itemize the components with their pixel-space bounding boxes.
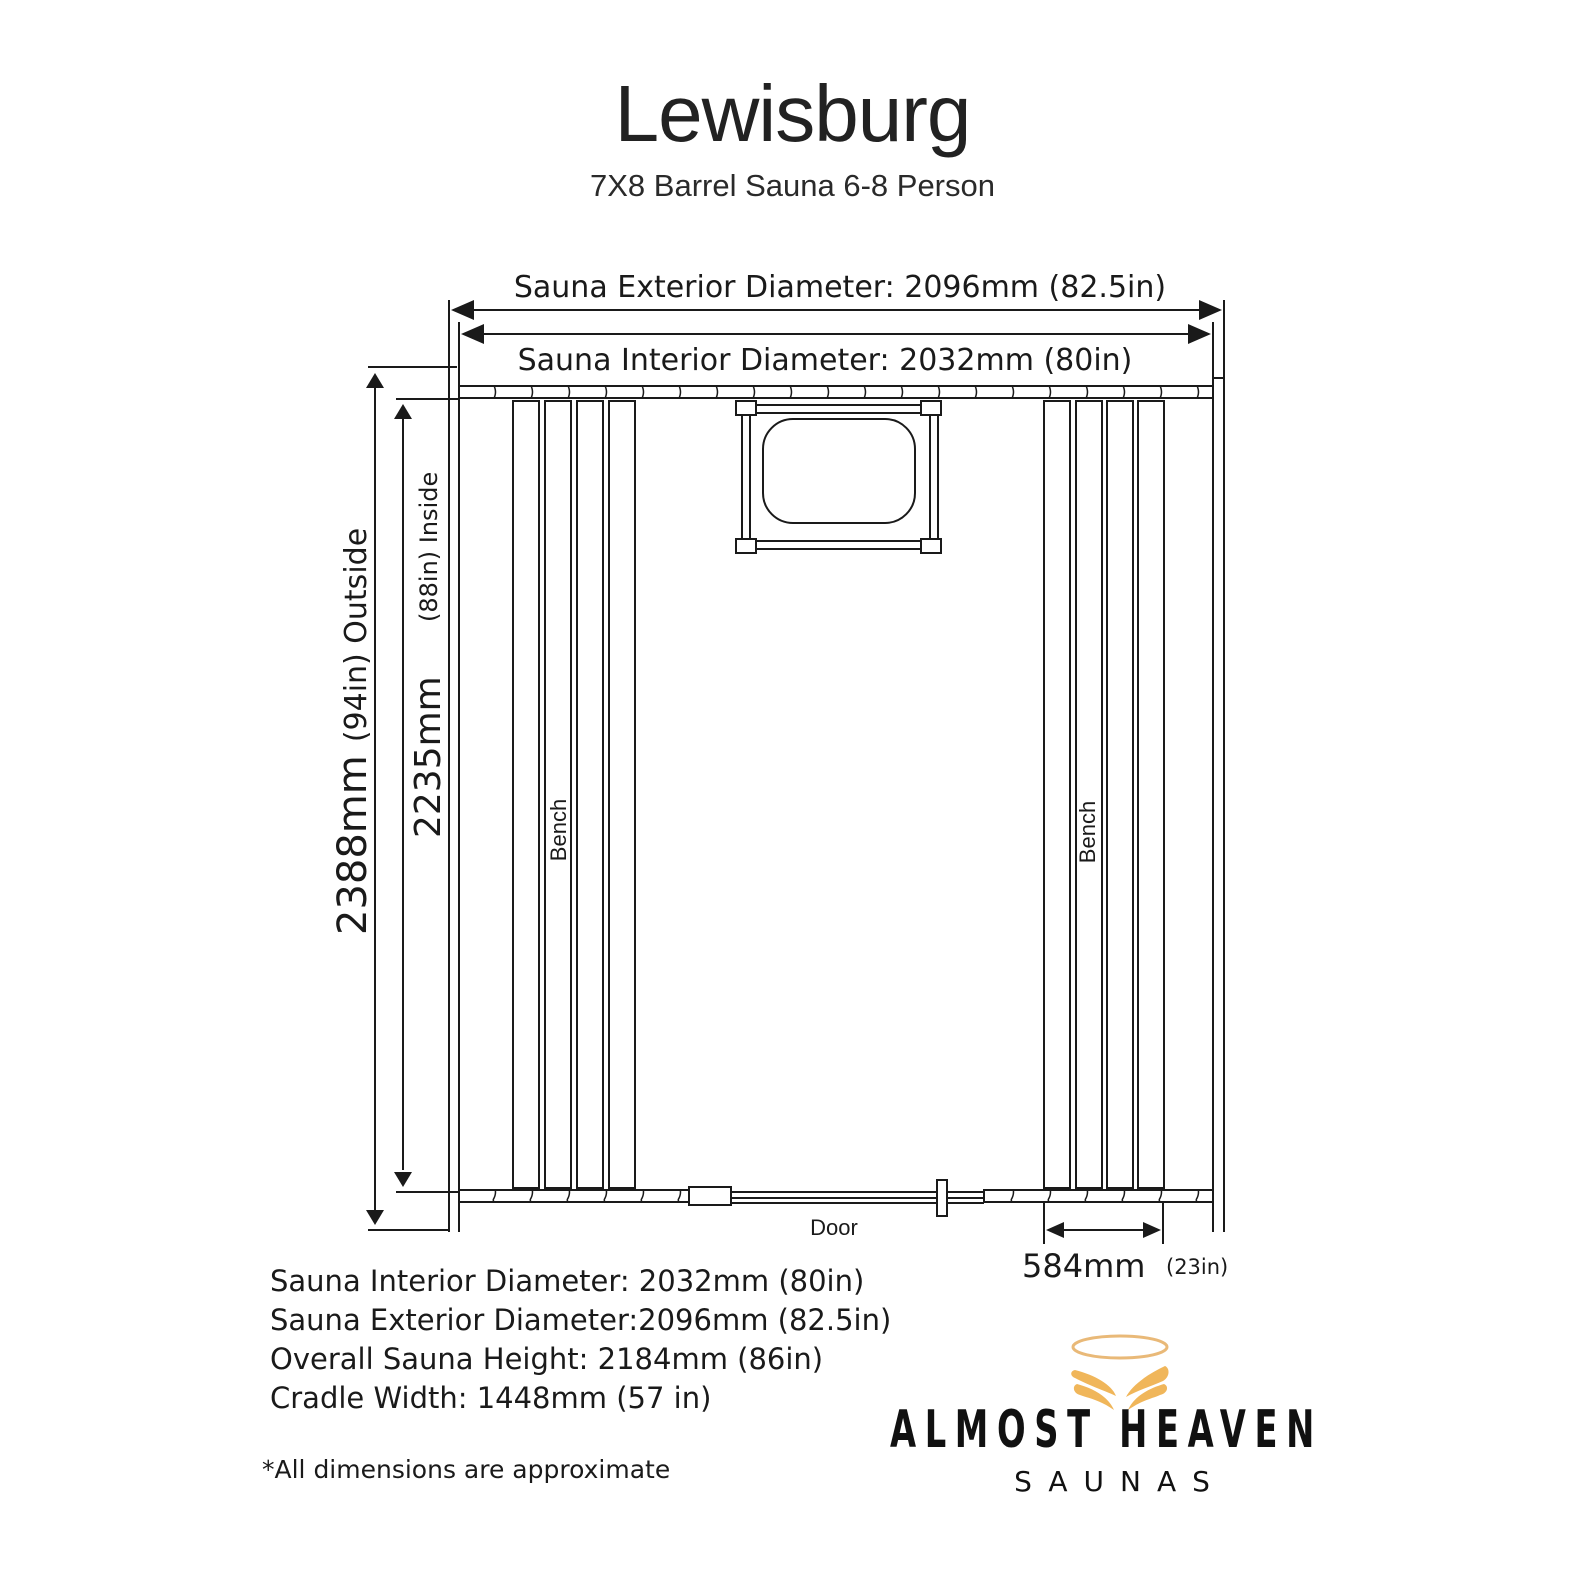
heater-unit xyxy=(735,400,942,554)
outside-length-mm: 2388mm xyxy=(330,755,376,935)
inside-length-mm: 2235mm xyxy=(408,676,449,838)
specs-list: Sauna Interior Diameter: 2032mm (80in) S… xyxy=(270,1262,891,1418)
page-title: Lewisburg xyxy=(614,69,972,158)
inside-length-in: (88in) Inside xyxy=(415,472,443,622)
exterior-diameter-label: Sauna Exterior Diameter: 2096mm (82.5in) xyxy=(514,270,1166,305)
inside-length-dimension: 2235mm (88in) Inside xyxy=(394,398,459,1193)
door-label: Door xyxy=(810,1215,858,1240)
top-wall xyxy=(458,377,1224,399)
footnote: *All dimensions are approximate xyxy=(262,1455,671,1484)
left-bench-label: Bench xyxy=(546,799,571,861)
outside-length-dimension: 2388mm (94in) Outside xyxy=(330,366,457,1231)
bench-width-in: (23in) xyxy=(1166,1255,1228,1279)
bottom-wall xyxy=(458,1189,1214,1203)
outside-length-in: (94in) Outside xyxy=(339,528,374,742)
brand-name: ALMOST HEAVEN xyxy=(890,1400,1323,1460)
right-bench xyxy=(1043,400,1165,1189)
exterior-diameter-dimension: Sauna Exterior Diameter: 2096mm (82.5in) xyxy=(448,270,1225,1232)
halo-wings-logo-icon xyxy=(1071,1334,1169,1410)
interior-diameter-label: Sauna Interior Diameter: 2032mm (80in) xyxy=(518,343,1133,378)
left-bench xyxy=(512,400,636,1189)
bench-width-dimension: 584mm (23in) xyxy=(1022,1202,1228,1285)
interior-diameter-dimension: Sauna Interior Diameter: 2032mm (80in) xyxy=(458,322,1214,1232)
spec-overall-height: Overall Sauna Height: 2184mm (86in) xyxy=(270,1342,824,1376)
spec-exterior-diameter: Sauna Exterior Diameter:2096mm (82.5in) xyxy=(270,1303,892,1337)
spec-interior-diameter: Sauna Interior Diameter: 2032mm (80in) xyxy=(270,1264,865,1298)
brand-subname: SAUNAS xyxy=(1014,1465,1226,1498)
svg-text:2388mm (94in) Outside: 2388mm (94in) Outside xyxy=(330,528,376,935)
right-bench-label: Bench xyxy=(1075,801,1100,863)
bench-width-mm: 584mm xyxy=(1022,1247,1145,1285)
door: Door xyxy=(688,1179,984,1240)
page-subtitle: 7X8 Barrel Sauna 6-8 Person xyxy=(590,168,995,203)
spec-cradle-width: Cradle Width: 1448mm (57 in) xyxy=(270,1381,712,1415)
